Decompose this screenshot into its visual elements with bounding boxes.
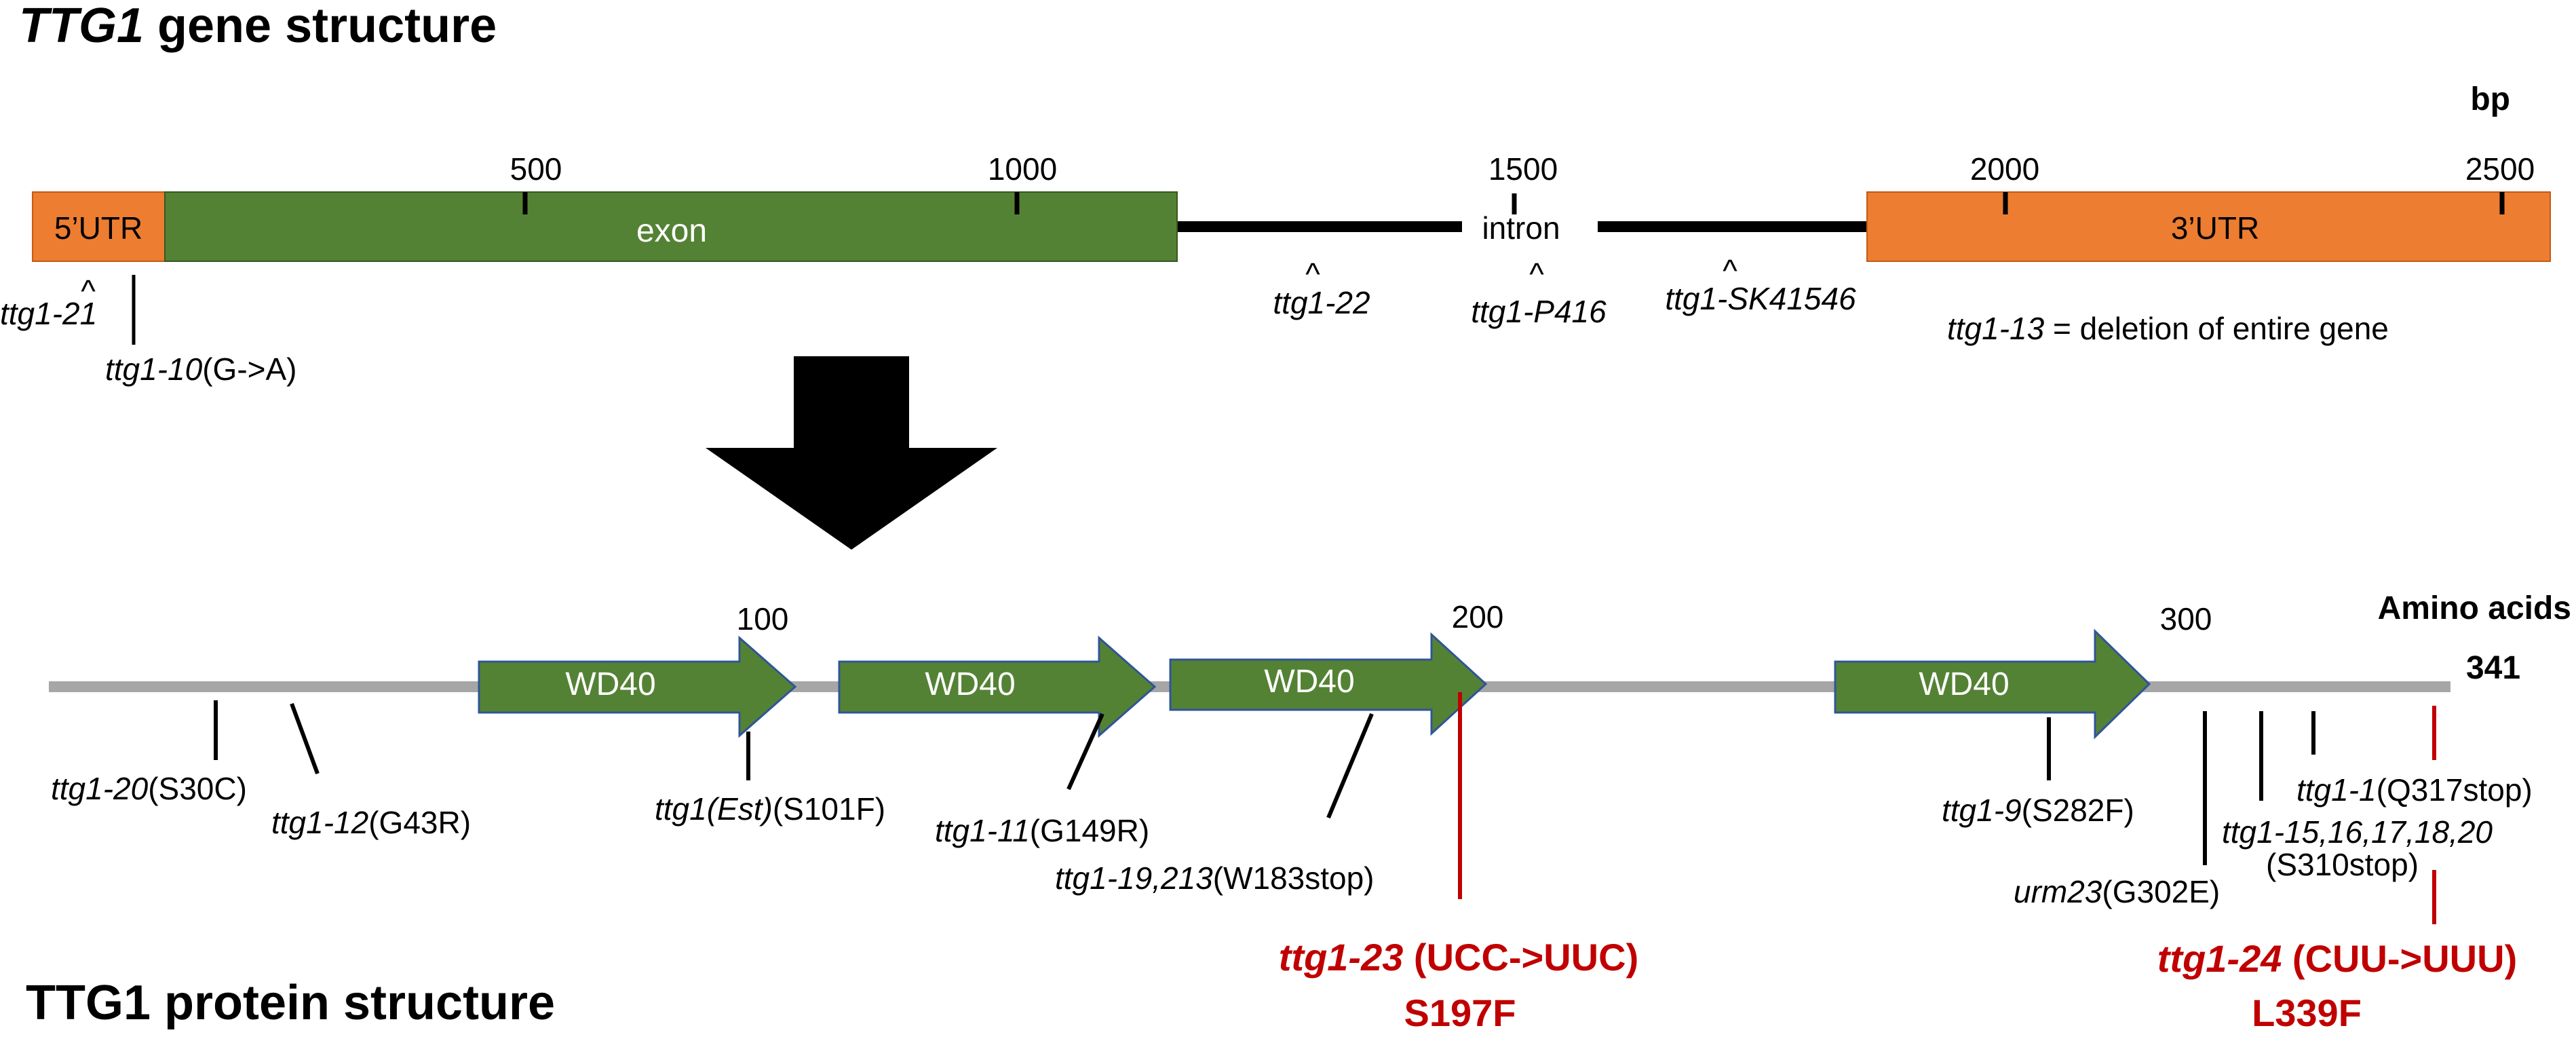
ttg1-23-name: ttg1-23	[1279, 936, 1404, 979]
gene-tick-500: 500	[510, 151, 562, 187]
utr3-box	[1866, 191, 2551, 262]
ttg1-1-change: (Q317stop)	[2377, 772, 2533, 808]
gene-mut-ttg1-13: ttg1-13 = deletion of entire gene	[1947, 311, 2389, 346]
prot-mut-ttg1-est: ttg1(Est)(S101F)	[655, 791, 885, 827]
protein-length-label: 341	[2466, 650, 2520, 686]
protein-title: TTG1 protein structure	[26, 976, 555, 1030]
prot-mut-ttg1-20: ttg1-20(S30C)	[51, 771, 247, 806]
ttg1-est-change: (S101F)	[773, 791, 885, 827]
prot-mut-ttg1-12: ttg1-12(G43R)	[271, 805, 471, 840]
ttg1-11-change: (G149R)	[1030, 813, 1149, 848]
wd40-label-1: WD40	[565, 666, 655, 702]
prot-mut-ttg1-15: ttg1-15,16,17,18,20	[2222, 814, 2493, 850]
ttg1-est-part-a: ttg1(	[655, 791, 720, 827]
gene-mut-ttg1-21: ttg1-21	[0, 296, 97, 331]
gene-title-italic: TTG1	[19, 0, 144, 53]
ttg1-24-name: ttg1-24	[2157, 937, 2282, 980]
utr5-label: 5’UTR	[54, 210, 142, 246]
gene-mut-ttg1-22: ttg1-22	[1273, 285, 1370, 320]
wd40-domain-1	[478, 635, 797, 738]
ttg1-19-change: (W183stop)	[1213, 860, 1374, 896]
wd40-label-2: WD40	[925, 666, 1015, 702]
utr3-label: 3’UTR	[2171, 210, 2259, 246]
marker-ttg1-12	[290, 702, 320, 775]
ttg1-10-name: ttg1-10	[105, 352, 203, 387]
exon-box	[164, 191, 1178, 262]
exon-label: exon	[636, 213, 707, 249]
ttg1-20-change: (S30C)	[148, 771, 247, 806]
ttg1-19-name: ttg1-19,213	[1055, 860, 1213, 896]
wd40-domain-4	[1834, 628, 2151, 740]
gene-tick-2500: 2500	[2465, 151, 2535, 187]
gene-tick-1000: 1000	[988, 151, 1057, 187]
ttg1-11-name: ttg1-11	[935, 813, 1030, 848]
wd40-label-4: WD40	[1919, 666, 2009, 702]
gene-unit-label: bp	[2470, 81, 2510, 117]
ttg1-20-name: ttg1-20	[51, 771, 149, 806]
prot-mut-ttg1-24-aa: L339F	[2252, 991, 2362, 1034]
wd40-label-3: WD40	[1264, 664, 1354, 700]
wd40-domain-2	[838, 635, 1157, 738]
prot-mut-ttg1-19: ttg1-19,213(W183stop)	[1055, 860, 1374, 896]
prot-mut-ttg1-1: ttg1-1(Q317stop)	[2296, 772, 2533, 808]
gene-title: TTG1 gene structure	[19, 0, 497, 53]
gene-tick-2000: 2000	[1970, 151, 2039, 187]
protein-tick-200: 200	[1452, 599, 1504, 634]
ttg1-23-codon: (UCC->UUC)	[1403, 936, 1638, 979]
protein-tick-100: 100	[737, 601, 789, 637]
gene-mut-ttg1-p416: ttg1-P416	[1471, 294, 1607, 329]
ttg1-13-desc: = deletion of entire gene	[2044, 311, 2389, 346]
prot-mut-urm23: urm23(G302E)	[2014, 874, 2220, 909]
protein-unit-label: Amino acids	[2378, 590, 2571, 626]
ttg1-24-codon: (CUU->UUU)	[2282, 937, 2517, 980]
prot-mut-ttg1-23: ttg1-23 (UCC->UUC)	[1279, 936, 1638, 979]
utr5-box	[32, 191, 166, 262]
ttg1-1-name: ttg1-1	[2296, 772, 2377, 808]
prot-mut-ttg1-9: ttg1-9(S282F)	[1942, 793, 2134, 828]
ttg1-10-change: (G->A)	[202, 352, 296, 387]
ttg1-est-part-c: )	[759, 791, 773, 827]
caret-ttg1-sk41546: ^	[1723, 253, 1737, 288]
prot-mut-ttg1-11: ttg1-11(G149R)	[935, 813, 1149, 848]
marker-ttg1-11	[1066, 713, 1104, 791]
prot-mut-ttg1-15-change: (S310stop)	[2266, 847, 2419, 882]
caret-ttg1-22: ^	[1305, 257, 1320, 292]
ttg1-9-name: ttg1-9	[1942, 793, 2022, 828]
caret-ttg1-21: ^	[81, 273, 96, 309]
prot-mut-ttg1-24: ttg1-24 (CUU->UUU)	[2157, 937, 2517, 980]
prot-mut-ttg1-23-aa: S197F	[1404, 991, 1516, 1034]
intron-label: intron	[1482, 210, 1560, 246]
gene-tick-1500: 1500	[1488, 151, 1558, 187]
ttg1-12-name: ttg1-12	[271, 805, 368, 840]
ttg1-13-name: ttg1-13	[1947, 311, 2045, 346]
gene-to-protein-arrow	[706, 356, 997, 550]
ttg1-est-part-b: Est	[717, 791, 764, 827]
marker-ttg1-19	[1326, 713, 1374, 819]
urm23-change: (G302E)	[2102, 874, 2220, 909]
urm23-name: urm23	[2014, 874, 2102, 909]
gene-mut-ttg1-10: ttg1-10(G->A)	[105, 352, 297, 387]
ttg1-12-change: (G43R)	[368, 805, 471, 840]
caret-ttg1-p416: ^	[1529, 257, 1544, 292]
protein-tick-300: 300	[2160, 601, 2212, 637]
gene-mut-ttg1-sk41546: ttg1-SK41546	[1665, 281, 1856, 316]
ttg1-9-change: (S282F)	[2022, 793, 2134, 828]
gene-title-rest: gene structure	[144, 0, 497, 53]
